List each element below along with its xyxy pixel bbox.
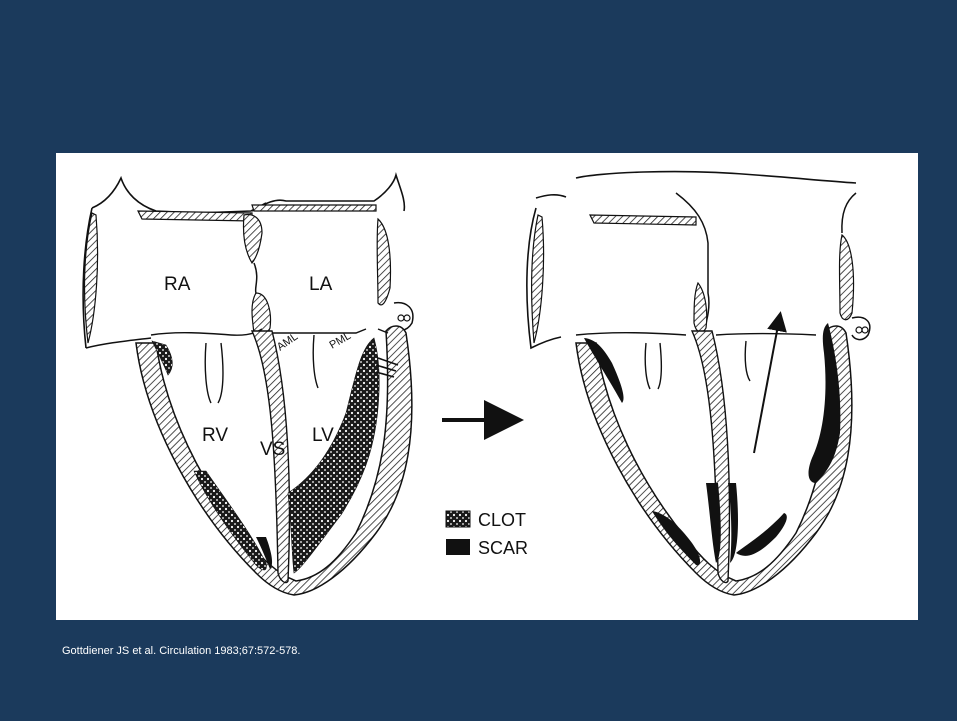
label-aml: AML [275,331,300,354]
legend: CLOT SCAR [446,510,528,558]
label-la: LA [309,274,333,295]
legend-clot-swatch [446,511,470,527]
label-lv: LV [312,425,334,446]
label-rv: RV [202,425,228,446]
left-heart: RA LA RV VS LV AML PML [83,175,413,595]
legend-scar-swatch [446,539,470,555]
citation: Gottdiener JS et al. Circulation 1983;67… [62,645,300,657]
legend-scar-label: SCAR [478,538,528,558]
heart-diagram: RA LA RV VS LV AML PML CLOT SCAR [56,153,918,620]
label-ra: RA [164,274,191,295]
right-heart [527,172,870,595]
label-vs: VS [260,439,285,460]
figure-panel: RA LA RV VS LV AML PML CLOT SCAR [56,153,918,620]
legend-clot-label: CLOT [478,510,526,530]
